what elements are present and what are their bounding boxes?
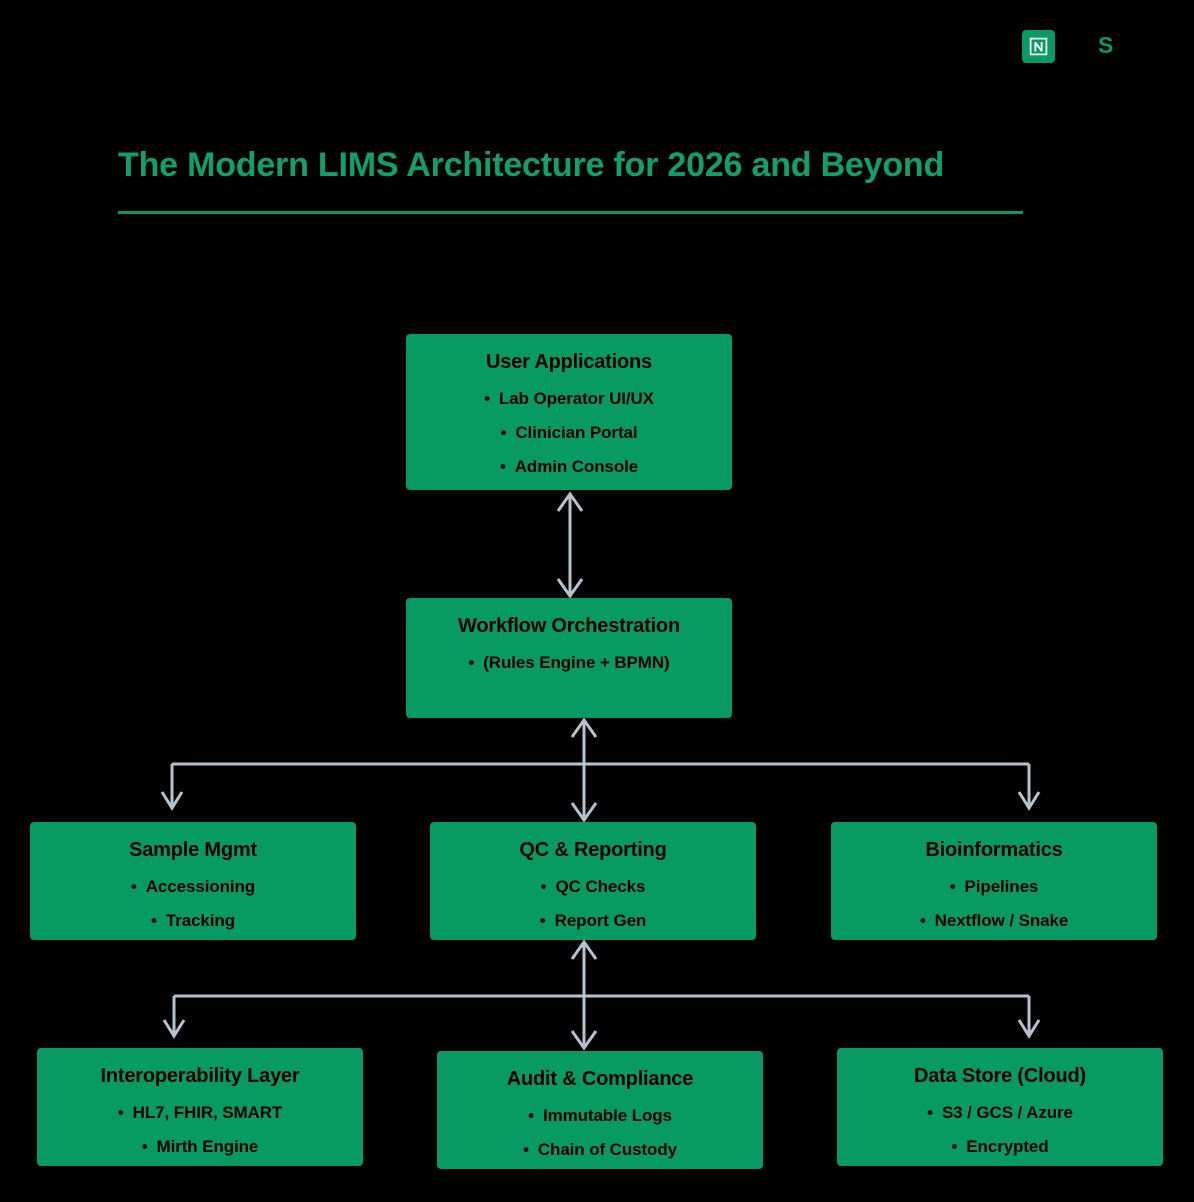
node-list-item: Mirth Engine: [37, 1130, 363, 1164]
node-item-list: Lab Operator UI/UX Clinician Portal Admi…: [406, 382, 732, 484]
node-workflow-orchestration[interactable]: Workflow Orchestration (Rules Engine + B…: [406, 598, 732, 718]
node-list-item: Tracking: [30, 904, 356, 938]
title-underline-rule: [118, 211, 1023, 214]
node-title: Sample Mgmt: [129, 839, 257, 861]
node-list-item: Lab Operator UI/UX: [406, 382, 732, 416]
node-item-list: (Rules Engine + BPMN): [406, 646, 732, 680]
node-interoperability-layer[interactable]: Interoperability Layer HL7, FHIR, SMART …: [37, 1048, 363, 1166]
node-data-store-cloud[interactable]: Data Store (Cloud) S3 / GCS / Azure Encr…: [837, 1048, 1163, 1166]
node-list-item: (Rules Engine + BPMN): [406, 646, 732, 680]
node-list-item: HL7, FHIR, SMART: [37, 1096, 363, 1130]
node-item-list: Accessioning Tracking: [30, 870, 356, 938]
title-block: The Modern LIMS Architecture for 2026 an…: [118, 143, 1023, 214]
connector-user-apps-to-workflow: [556, 491, 584, 599]
node-item-list: Pipelines Nextflow / Snake: [831, 870, 1157, 938]
node-bioinformatics[interactable]: Bioinformatics Pipelines Nextflow / Snak…: [831, 822, 1157, 940]
node-list-item: Encrypted: [837, 1130, 1163, 1164]
node-title: Bioinformatics: [925, 839, 1063, 861]
node-list-item: Chain of Custody: [437, 1133, 763, 1167]
node-title: Workflow Orchestration: [458, 615, 680, 637]
node-title: QC & Reporting: [519, 839, 667, 861]
header-bar: S: [0, 0, 1194, 92]
node-qc-reporting[interactable]: QC & Reporting QC Checks Report Gen: [430, 822, 756, 940]
node-title: Data Store (Cloud): [914, 1065, 1086, 1087]
node-list-item: QC Checks: [430, 870, 756, 904]
node-list-item: Immutable Logs: [437, 1099, 763, 1133]
node-list-item: Report Gen: [430, 904, 756, 938]
node-user-applications[interactable]: User Applications Lab Operator UI/UX Cli…: [406, 334, 732, 490]
page-title: The Modern LIMS Architecture for 2026 an…: [118, 146, 945, 184]
node-item-list: QC Checks Report Gen: [430, 870, 756, 938]
node-title: Audit & Compliance: [506, 1068, 694, 1090]
connector-row2-to-row3: [162, 939, 1041, 1051]
node-list-item: Admin Console: [406, 450, 732, 484]
node-item-list: S3 / GCS / Azure Encrypted: [837, 1096, 1163, 1164]
connector-workflow-to-row2: [160, 717, 1041, 823]
node-list-item: Accessioning: [30, 870, 356, 904]
node-title: Interoperability Layer: [100, 1065, 300, 1087]
node-title: User Applications: [486, 351, 652, 373]
node-item-list: Immutable Logs Chain of Custody: [437, 1099, 763, 1167]
node-item-list: HL7, FHIR, SMART Mirth Engine: [37, 1096, 363, 1164]
brand-letter: S: [1098, 32, 1114, 58]
node-sample-mgmt[interactable]: Sample Mgmt Accessioning Tracking: [30, 822, 356, 940]
node-list-item: Clinician Portal: [406, 416, 732, 450]
node-list-item: S3 / GCS / Azure: [837, 1096, 1163, 1130]
node-list-item: Nextflow / Snake: [831, 904, 1157, 938]
node-audit-compliance[interactable]: Audit & Compliance Immutable Logs Chain …: [437, 1051, 763, 1169]
node-list-item: Pipelines: [831, 870, 1157, 904]
notion-n-logo-icon[interactable]: [1022, 30, 1055, 63]
